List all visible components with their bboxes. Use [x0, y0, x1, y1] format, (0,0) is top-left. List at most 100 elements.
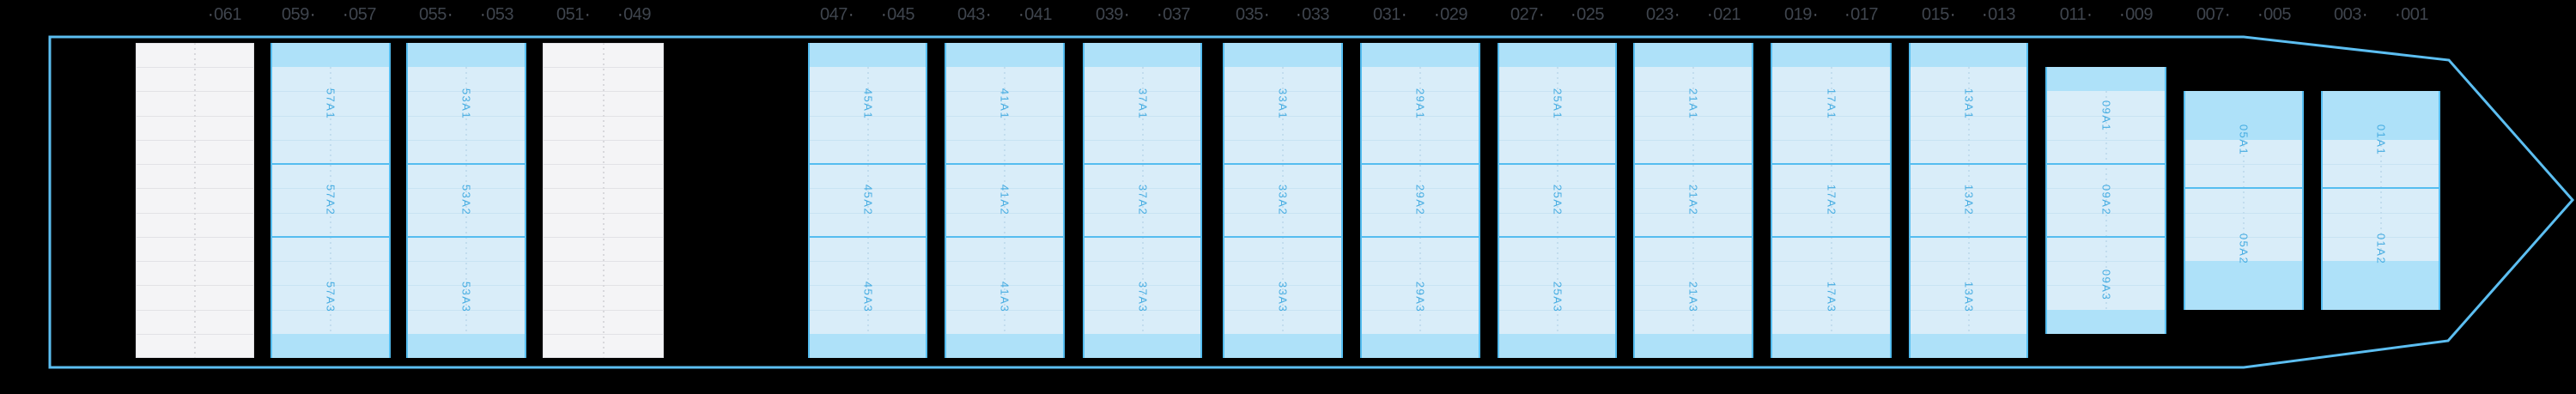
frame-tick-dot: ·: [1295, 5, 1302, 24]
bay-centerline: [1556, 67, 1558, 334]
frame-tick-dot: ·: [1156, 5, 1163, 24]
bay-slot-label: 25A2: [1551, 185, 1564, 216]
bay-slot-label: 09A2: [2099, 185, 2112, 216]
bay-slot-57A3[interactable]: 57A3: [272, 237, 389, 358]
bay-slot-13A3[interactable]: 13A3: [1911, 237, 2026, 358]
frame-number-049: ·049: [617, 5, 652, 24]
bay-centerline: [1967, 67, 1970, 334]
bay-slot-21A3[interactable]: 21A3: [1635, 237, 1752, 358]
bay-centerline: [866, 67, 869, 334]
frame-tick-dot: ·: [880, 5, 887, 24]
bay-slot-57A1[interactable]: 57A1: [272, 43, 389, 164]
section-divider: [272, 235, 389, 238]
frame-tick-dot: ·: [479, 5, 486, 24]
bay-slot-label: 41A1: [998, 88, 1012, 119]
bay-slot-01A1[interactable]: 01A1: [2323, 91, 2439, 188]
bay-slot-01A2[interactable]: 01A2: [2323, 188, 2439, 309]
frame-number-text: 019: [1783, 5, 1812, 24]
bay-slot-label: 17A2: [1825, 185, 1838, 216]
frame-number-text: 049: [623, 5, 652, 24]
bay-slot-53A3[interactable]: 53A3: [408, 237, 525, 358]
bay-slot-45A3[interactable]: 45A3: [810, 237, 926, 358]
bay-slot-37A3[interactable]: 37A3: [1084, 237, 1200, 358]
section-divider: [1499, 163, 1615, 166]
bay-slot-33A2[interactable]: 33A2: [1224, 164, 1341, 237]
section-divider: [408, 163, 525, 166]
bay-slot-13A2[interactable]: 13A2: [1911, 164, 2026, 237]
bay-slot-label: 53A3: [459, 282, 473, 313]
frame-number-text: 045: [887, 5, 915, 24]
bay-slot-53A2[interactable]: 53A2: [408, 164, 525, 237]
hatch-strip-bottom: [272, 333, 389, 358]
bay-slot-45A2[interactable]: 45A2: [810, 164, 926, 237]
bay-slot-37A1[interactable]: 37A1: [1084, 43, 1200, 164]
bay-slot-09A2[interactable]: 09A2: [2047, 164, 2165, 237]
bay-slot-41A3[interactable]: 41A3: [946, 237, 1063, 358]
bay-slot-21A1[interactable]: 21A1: [1635, 43, 1752, 164]
hatch-strip-bottom: [2047, 309, 2165, 334]
bay-slot-33A1[interactable]: 33A1: [1224, 43, 1341, 164]
bay-slot-label: 41A2: [998, 185, 1012, 216]
bay-slot-21A2[interactable]: 21A2: [1635, 164, 1752, 237]
section-divider: [946, 163, 1063, 166]
bay-slot-label: 41A3: [998, 282, 1012, 313]
section-divider: [2047, 235, 2165, 238]
frame-tick-dot: ·: [447, 5, 453, 24]
bay-slot-label: 21A2: [1686, 185, 1700, 216]
bay-slot-29A1[interactable]: 29A1: [1362, 43, 1479, 164]
bay-slot-17A2[interactable]: 17A2: [1772, 164, 1890, 237]
bay-slot-25A1[interactable]: 25A1: [1499, 43, 1615, 164]
bay-slot-label: 21A1: [1686, 88, 1700, 119]
bay-column-17: 17A1 17A2 17A3: [1771, 43, 1892, 358]
bay-slot-09A1[interactable]: 09A1: [2047, 67, 2165, 164]
bay-slot-17A3[interactable]: 17A3: [1772, 237, 1890, 358]
frame-number-text: 017: [1850, 5, 1879, 24]
frame-number-text: 013: [1988, 5, 2016, 24]
section-divider: [810, 163, 926, 166]
frame-tick-dot: ·: [617, 5, 623, 24]
bay-slot-25A2[interactable]: 25A2: [1499, 164, 1615, 237]
frame-number-text: 001: [2401, 5, 2429, 24]
frame-number-text: 053: [486, 5, 514, 24]
bay-slot-29A2[interactable]: 29A2: [1362, 164, 1479, 237]
bay-slot-41A1[interactable]: 41A1: [946, 43, 1063, 164]
bay-slot-17A1[interactable]: 17A1: [1772, 43, 1890, 164]
bay-slot-45A1[interactable]: 45A1: [810, 43, 926, 164]
bay-slot-41A2[interactable]: 41A2: [946, 164, 1063, 237]
bay-slot-37A2[interactable]: 37A2: [1084, 164, 1200, 237]
frame-tick-dot: ·: [1981, 5, 1988, 24]
frame-tick-dot: ·: [1812, 5, 1819, 24]
bay-slot-05A2[interactable]: 05A2: [2185, 188, 2302, 309]
bay-slot-label: 33A2: [1276, 185, 1290, 216]
frame-number-053: ·053: [479, 5, 514, 24]
bay-slot-13A1[interactable]: 13A1: [1911, 43, 2026, 164]
frame-tick-dot: ·: [1123, 5, 1130, 24]
section-divider: [2047, 163, 2165, 166]
section-divider: [1362, 163, 1479, 166]
bay-slot-05A1[interactable]: 05A1: [2185, 91, 2302, 188]
hatch-strip-bottom: [946, 333, 1063, 358]
section-divider: [946, 235, 1063, 238]
hatch-strip-bottom: [1362, 333, 1479, 358]
bay-slot-09A3[interactable]: 09A3: [2047, 237, 2165, 334]
bay-slot-label: 09A3: [2099, 270, 2112, 301]
section-divider: [1084, 235, 1200, 238]
bay-slot-53A1[interactable]: 53A1: [408, 43, 525, 164]
empty-bay-column: [543, 43, 664, 358]
frame-number-041: ·041: [1018, 5, 1053, 24]
section-divider: [1772, 163, 1890, 166]
bay-slot-57A2[interactable]: 57A2: [272, 164, 389, 237]
frame-number-text: 005: [2263, 5, 2292, 24]
frame-tick-dot: ·: [342, 5, 349, 24]
frame-number-031: 031·: [1373, 6, 1407, 23]
hatch-strip-bottom: [1499, 333, 1615, 358]
frame-tick-dot: ·: [1570, 5, 1577, 24]
bay-slot-33A3[interactable]: 33A3: [1224, 237, 1341, 358]
frame-number-text: 055: [418, 5, 447, 24]
bay-slot-29A3[interactable]: 29A3: [1362, 237, 1479, 358]
bay-slot-25A3[interactable]: 25A3: [1499, 237, 1615, 358]
frame-tick-dot: ·: [1018, 5, 1024, 24]
